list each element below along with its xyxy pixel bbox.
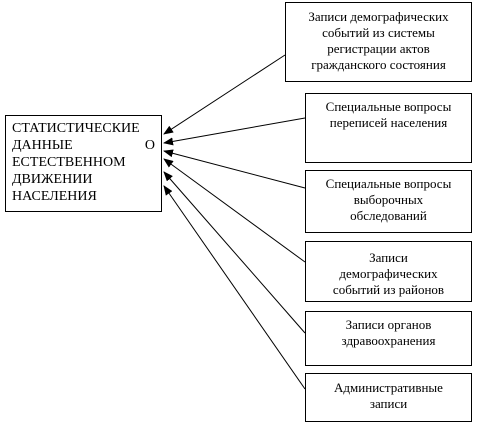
source-box-administrative: Административные записи — [305, 373, 472, 422]
arrow-from-census — [163, 117, 306, 146]
source-box-census: Специальные вопросы переписей населения — [305, 93, 472, 163]
arrow-from-districts — [163, 158, 306, 263]
source-label-districts: Записи демографических событий из районо… — [332, 250, 445, 297]
source-label-health: Записи органов здравоохранения — [341, 317, 436, 348]
source-label-administrative: Административные записи — [334, 380, 443, 411]
arrow-from-surveys — [163, 149, 306, 189]
source-label-registry: Записи демографических событий из систем… — [308, 9, 449, 72]
main-title-line-5: НАСЕЛЕНИЯ — [12, 189, 97, 204]
arrow-from-health — [163, 171, 306, 334]
main-title-line-1: СТАТИСТИЧЕСКИЕ — [12, 121, 140, 136]
main-title-line-2b: О — [144, 138, 155, 153]
arrow-from-administrative — [163, 185, 306, 390]
source-box-surveys: Специальные вопросы выборочных обследова… — [305, 170, 472, 233]
source-label-surveys: Специальные вопросы выборочных обследова… — [325, 176, 452, 223]
main-title-line-2: ДАННЫЕ О — [12, 137, 155, 154]
source-label-census: Специальные вопросы переписей населения — [325, 99, 452, 130]
source-box-registry: Записи демографических событий из систем… — [285, 2, 472, 82]
arrow-from-registry — [163, 54, 286, 135]
main-statistics-box: СТАТИСТИЧЕСКИЕ ДАННЫЕ О ЕСТЕСТВЕННОМ ДВИ… — [5, 115, 162, 212]
main-title-line-2a: ДАННЫЕ — [12, 138, 73, 153]
source-box-districts: Записи демографических событий из районо… — [305, 241, 472, 302]
main-title-line-4: ДВИЖЕНИИ — [12, 172, 93, 187]
source-box-health: Записи органов здравоохранения — [305, 311, 472, 366]
main-title-line-3: ЕСТЕСТВЕННОМ — [12, 155, 126, 170]
